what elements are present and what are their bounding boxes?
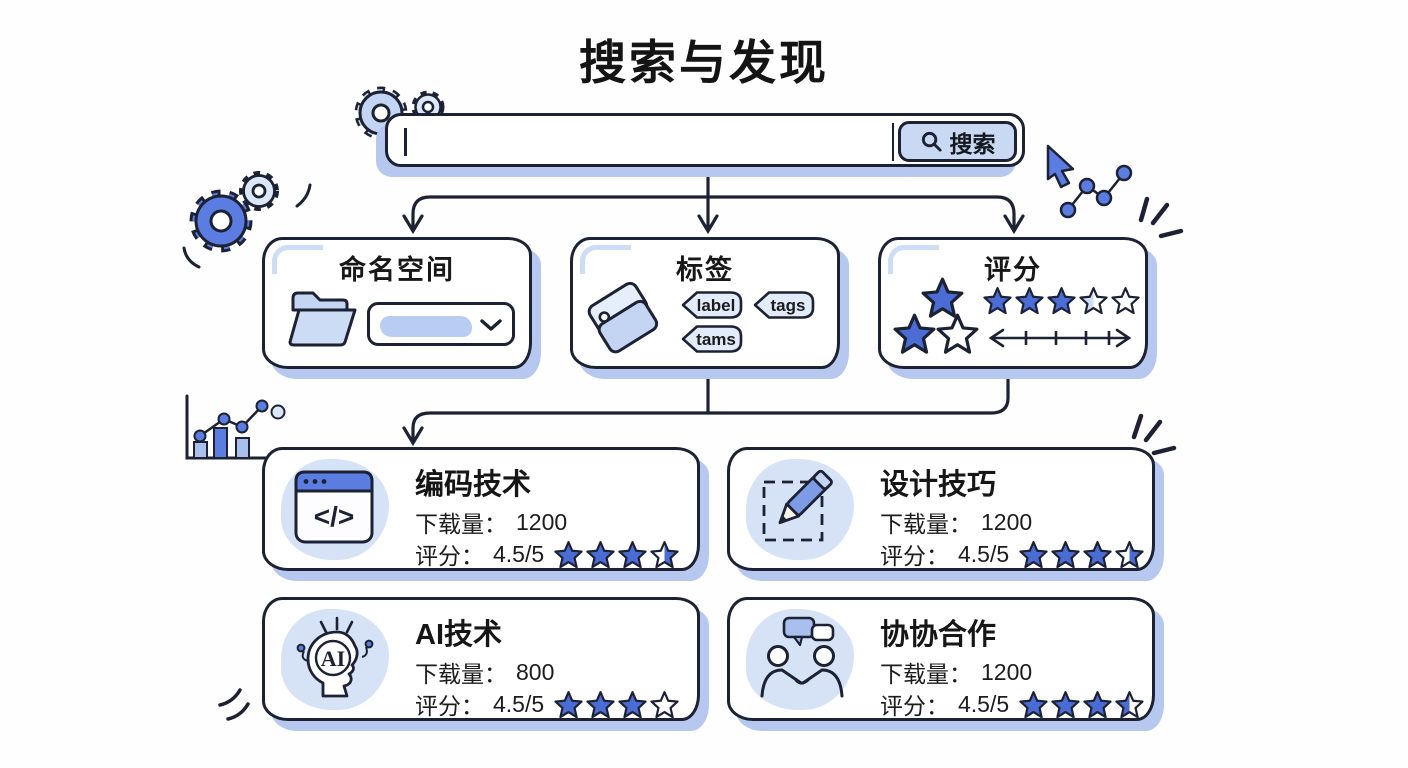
rating-label: 评分： [880, 693, 949, 719]
collaboration-icon [760, 616, 844, 698]
page-title: 搜索与发现 [579, 36, 829, 89]
tags-icon [587, 281, 659, 354]
star-rating [1019, 540, 1144, 569]
star-rating [1019, 690, 1144, 719]
namespace-dropdown[interactable] [367, 302, 515, 346]
downloads-value: 1200 [981, 508, 1033, 535]
rating-label: 评分： [415, 693, 484, 719]
ai-head-icon: AI [296, 616, 374, 698]
rating-label: 评分： [880, 543, 949, 569]
filter-box-rating: 评分 [878, 237, 1148, 369]
star-rating [554, 690, 679, 719]
result-card-coding[interactable]: </> 编码技术 下载量： 1200 评分： 4.5/5 [262, 447, 700, 571]
result-card-ai[interactable]: AI AI技术 下载量： 800 评分： 4.5/5 [262, 597, 700, 721]
namespace-title: 命名空间 [339, 255, 455, 285]
star-cluster-icon [893, 276, 993, 355]
tag-chip-tams-text: tams [696, 330, 736, 349]
result-title: 设计技巧 [880, 469, 997, 501]
tag-chip-tags[interactable]: tags [751, 290, 817, 320]
rating-value: 4.5/5 [493, 540, 545, 567]
cursor-arrow-icon [1046, 144, 1075, 189]
downloads-value: 1200 [981, 658, 1033, 685]
downloads-label: 下载量： [415, 661, 507, 687]
code-glyph: </> [314, 501, 354, 532]
downloads-value: 1200 [516, 508, 568, 535]
tags-title: 标签 [676, 255, 734, 285]
selected-value-smear [380, 316, 472, 337]
result-card-design[interactable]: 设计技巧 下载量： 1200 评分： 4.5/5 [727, 447, 1155, 571]
bar-chart-icon [185, 394, 286, 460]
rating-label: 评分： [415, 543, 484, 569]
divider [891, 123, 894, 161]
ai-glyph: AI [321, 646, 345, 671]
tag-chip-tags-text: tags [771, 296, 806, 315]
star-rating-filter[interactable] [983, 286, 1140, 315]
code-window-icon: </> [294, 470, 374, 544]
result-title: 编码技术 [415, 469, 532, 501]
downloads-value: 800 [516, 658, 555, 685]
downloads-label: 下载量： [880, 661, 972, 687]
search-button[interactable]: 搜索 [898, 121, 1017, 162]
rating-range-slider[interactable] [985, 326, 1135, 350]
search-bar: 搜索 [385, 113, 1025, 167]
rating-value: 4.5/5 [958, 690, 1010, 717]
chevron-down-icon [480, 319, 502, 331]
result-title: 协协合作 [880, 619, 997, 651]
rating-value: 4.5/5 [958, 540, 1010, 567]
result-card-collaboration[interactable]: 协协合作 下载量： 1200 评分： 4.5/5 [727, 597, 1155, 721]
magnifier-icon [921, 131, 942, 152]
result-title: AI技术 [415, 619, 503, 651]
downloads-label: 下载量： [880, 511, 972, 537]
text-cursor [404, 128, 407, 156]
tag-chip-tams[interactable]: tams [679, 324, 745, 354]
search-input[interactable] [388, 116, 890, 164]
design-pencil-icon [762, 469, 833, 542]
tag-chip-label-text: label [697, 296, 736, 315]
filter-box-tags: 标签 label tags tams [570, 237, 840, 369]
folder-icon [288, 291, 357, 347]
spark-marks-top-icon [1138, 196, 1184, 239]
search-button-label: 搜索 [949, 130, 996, 157]
rating-value: 4.5/5 [493, 690, 545, 717]
tag-chip-label[interactable]: label [679, 290, 745, 320]
downloads-label: 下载量： [415, 511, 507, 537]
star-rating [554, 540, 679, 569]
line-chart-icon [1059, 164, 1133, 219]
filter-box-namespace: 命名空间 [262, 237, 532, 369]
rating-title: 评分 [984, 255, 1042, 285]
